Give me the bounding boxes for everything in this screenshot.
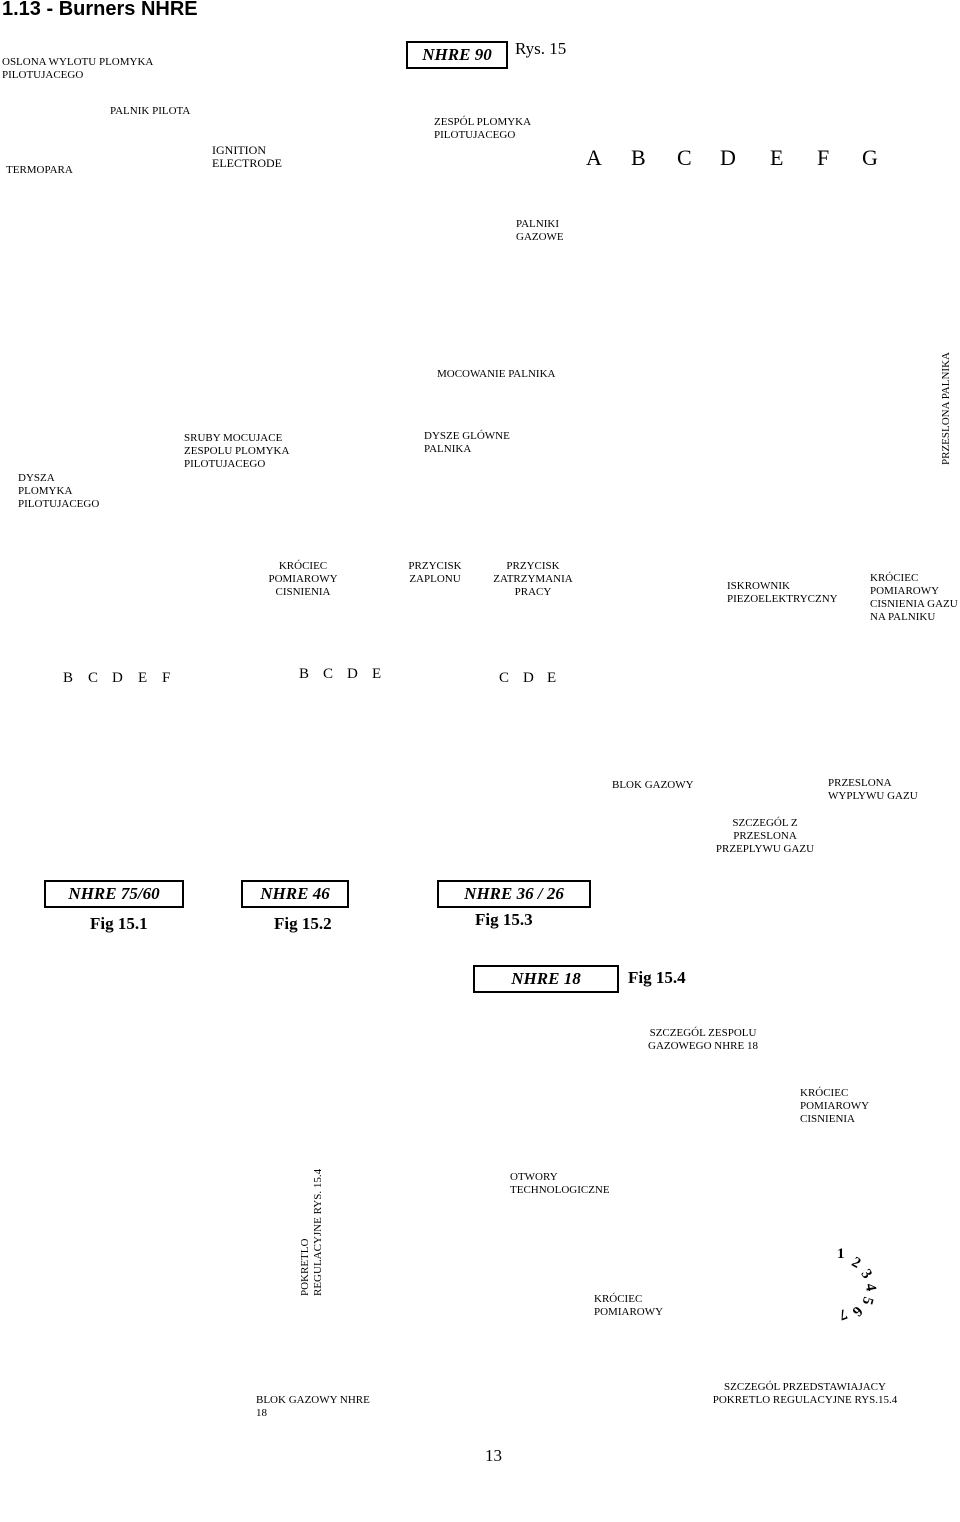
label-nhre18-krociec-pomiarowy: KRÓCIEC POMIAROWY: [594, 1293, 664, 1318]
label-otwory: OTWORY TECHNOLOGICZNE: [510, 1171, 610, 1196]
main-model-box: NHRE 90: [406, 41, 508, 69]
label-mocowanie: MOCOWANIE PALNIKA: [437, 368, 556, 380]
fig-15-3-drawing: [415, 619, 594, 865]
fig1-letter-b: B: [63, 670, 74, 686]
fig1-letter-c: C: [88, 670, 99, 686]
fig1-model-box: NHRE 75/60: [44, 880, 184, 908]
label-palniki-gazowe: PALNIKI GAZOWE: [516, 218, 564, 243]
main-figure-ref: Rys. 15: [515, 39, 567, 58]
dial-number-7: 7: [836, 1305, 850, 1323]
fig3-model-box: NHRE 36 / 26: [437, 880, 591, 908]
fig1-letter-e: E: [138, 670, 148, 686]
fig4-model-box: NHRE 18: [473, 965, 619, 993]
fig2-letter-c: C: [323, 666, 334, 682]
fig3-caption: Fig 15.3: [475, 910, 533, 929]
fig1-caption: Fig 15.1: [90, 914, 148, 933]
label-dysza: DYSZA PLOMYKA PILOTUJACEGO: [18, 472, 100, 510]
fig3-letter-c: C: [499, 670, 510, 686]
fig1-letter-d: D: [112, 670, 123, 686]
burner-letter-b: B: [631, 145, 646, 170]
label-przycisk-zaplonu: PRZYCISK ZAPLONU: [408, 560, 462, 585]
label-blok-gazowy-nhre18: BLOK GAZOWY NHRE 18: [256, 1394, 370, 1419]
label-przeslona-palnika: PRZESLONA PALNIKA: [940, 352, 952, 465]
label-pokretlo: POKRETLO REGULACYJNE RYS. 15.4: [299, 1168, 324, 1296]
label-zespol: ZESPÓL PLOMYKA PILOTUJACEGO: [434, 116, 532, 141]
label-szczegol-zespolu: SZCZEGÓL ZESPOLU GAZOWEGO NHRE 18: [648, 1027, 758, 1052]
fig1-letter-f: F: [162, 670, 171, 686]
burner-letter-g: G: [862, 145, 878, 170]
main-burner-bank: [549, 65, 915, 527]
label-ignition: IGNITION ELECTRODE: [212, 143, 282, 170]
dial-number-5: 5: [858, 1294, 876, 1307]
fig3-letter-d: D: [523, 670, 534, 686]
burner-letter-c: C: [677, 145, 692, 170]
dial-number-1: 1: [837, 1246, 845, 1262]
burner-letter-d: D: [720, 145, 736, 170]
burner-letter-f: F: [817, 145, 830, 170]
label-szczegol-pokretla: SZCZEGÓL PRZEDSTAWIAJACY POKRETLO REGULA…: [712, 1381, 898, 1406]
fig-15-2-drawing: [213, 619, 396, 865]
fig4-caption: Fig 15.4: [628, 968, 686, 987]
label-krociec-cisnienia: KRÓCIEC POMIAROWY CISNIENIA: [268, 560, 338, 598]
fig3-letter-e: E: [547, 670, 557, 686]
label-dysze-glowne: DYSZE GLÓWNE PALNIKA: [424, 430, 510, 455]
dial-number-2: 2: [848, 1254, 864, 1272]
dial-number-4: 4: [861, 1282, 879, 1293]
dial-number-6: 6: [848, 1302, 866, 1320]
page-title: 1.13 - Burners NHRE: [2, 0, 198, 20]
pilot-detail-circle: [10, 186, 246, 422]
label-blok-gazowy: BLOK GAZOWY: [612, 779, 694, 791]
dial-number-3: 3: [857, 1266, 875, 1282]
fig2-model-box: NHRE 46: [241, 880, 349, 908]
label-palnik-pilota: PALNIK PILOTA: [110, 105, 191, 117]
burner-letter-a: A: [586, 145, 602, 170]
fig-15-1-drawing: [9, 619, 190, 865]
label-oslona: OSLONA WYLOTU PLOMYKA PILOTUJACEGO: [2, 56, 154, 81]
label-krociec-gazu: KRÓCIEC POMIAROWY CISNIENIA GAZU NA PALN…: [870, 572, 958, 623]
label-szczegol-przeslona: SZCZEGÓL Z PRZESLONA PRZEPLYWU GAZU: [715, 817, 815, 855]
fig2-letter-d: D: [347, 666, 358, 682]
label-sruby: SRUBY MOCUJACE ZESPOLU PLOMYKA PILOTUJAC…: [184, 432, 290, 470]
page-number: 13: [485, 1446, 502, 1465]
fig2-caption: Fig 15.2: [274, 914, 332, 933]
label-przeslona-wyplywu: PRZESLONA WYPLYWU GAZU: [828, 777, 918, 802]
label-nhre18-krociec-cisnienia: KRÓCIEC POMIAROWY CISNIENIA: [800, 1087, 870, 1125]
label-przycisk-zatrzymania: PRZYCISK ZATRZYMANIA PRACY: [493, 560, 573, 598]
label-iskrownik: ISKROWNIK PIEZOELEKTRYCZNY: [727, 580, 838, 605]
fig2-letter-b: B: [299, 666, 310, 682]
burner-letter-e: E: [770, 145, 784, 170]
label-termopara: TERMOPARA: [6, 164, 73, 176]
fig2-letter-e: E: [372, 666, 382, 682]
dial-pointer-arrow: [836, 1208, 852, 1226]
